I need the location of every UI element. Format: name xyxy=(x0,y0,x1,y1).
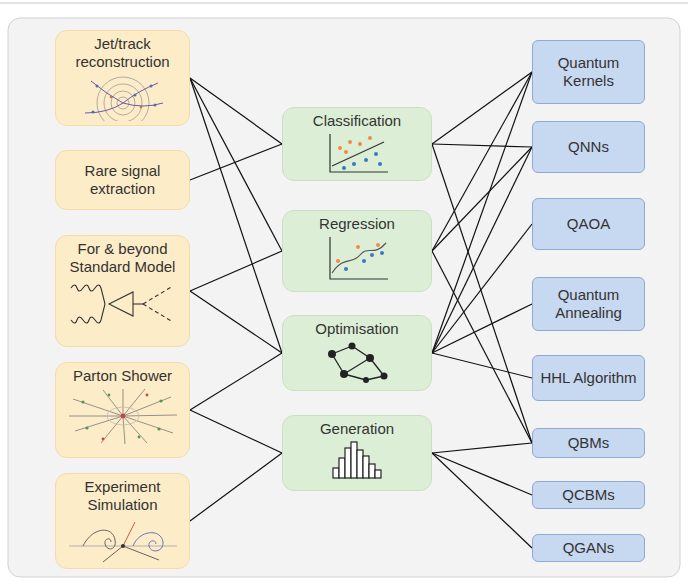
parton-shower-illustration xyxy=(63,387,183,445)
connector-line xyxy=(190,78,282,353)
connector-line xyxy=(432,453,532,495)
track-illustration xyxy=(63,73,183,121)
node-label: Quantum Annealing xyxy=(538,286,639,322)
node-label: QBMs xyxy=(568,434,610,452)
detector-simulation-illustration xyxy=(63,516,183,564)
algorithm-box: QNNs xyxy=(532,121,645,173)
classification-plot xyxy=(324,132,390,176)
connector-line xyxy=(190,251,282,291)
top-rule xyxy=(0,2,688,4)
connector-line xyxy=(432,147,532,353)
connector-line xyxy=(432,72,532,353)
algorithm-box: QCBMs xyxy=(532,481,645,509)
node-label: Generation xyxy=(320,420,394,438)
algorithm-box: QAOA xyxy=(532,198,645,250)
connector-line xyxy=(432,443,532,453)
connector-line xyxy=(190,453,282,521)
node-label: Optimisation xyxy=(315,320,398,338)
node-label: Quantum Kernels xyxy=(538,54,639,90)
connector-line xyxy=(432,72,532,144)
node-label: Classification xyxy=(313,112,401,130)
connector-line xyxy=(432,304,532,353)
connector-line xyxy=(190,410,282,453)
connector-line xyxy=(190,78,282,251)
connector-line xyxy=(432,144,532,443)
node-label: Parton Shower xyxy=(73,367,172,385)
connector-line xyxy=(190,78,282,144)
connector-line xyxy=(190,144,282,180)
task-box: Generation xyxy=(282,415,432,491)
connector-line xyxy=(432,353,532,378)
task-box: Regression xyxy=(282,210,432,292)
feynman-diagram xyxy=(63,278,183,330)
application-box: Jet/track reconstruction xyxy=(55,30,190,126)
node-label: QNNs xyxy=(568,138,609,156)
algorithm-box: HHL Algorithm xyxy=(532,355,645,401)
application-box: Experiment Simulation xyxy=(55,473,190,569)
application-box: Parton Shower xyxy=(55,362,190,458)
node-label: QAOA xyxy=(567,215,610,233)
node-label: QCBMs xyxy=(562,486,615,504)
panel xyxy=(8,18,680,577)
node-label: Experiment Simulation xyxy=(61,478,184,514)
task-box: Optimisation xyxy=(282,315,432,391)
connector-line xyxy=(432,224,532,353)
algorithm-box: Quantum Annealing xyxy=(532,277,645,331)
algorithm-box: Quantum Kernels xyxy=(532,40,645,104)
node-label: QGANs xyxy=(563,539,615,557)
graph-icon xyxy=(324,340,390,384)
task-box: Classification xyxy=(282,107,432,181)
histogram-icon xyxy=(327,440,387,480)
regression-plot xyxy=(324,235,390,283)
connector-line xyxy=(432,251,532,443)
node-label: HHL Algorithm xyxy=(540,369,636,387)
node-label: For & beyond Standard Model xyxy=(61,240,184,276)
node-label: Regression xyxy=(319,215,395,233)
algorithm-box: QBMs xyxy=(532,428,645,458)
node-label: Rare signal extraction xyxy=(61,162,184,198)
algorithm-box: QGANs xyxy=(532,534,645,562)
connector-line xyxy=(432,72,532,251)
connector-line xyxy=(432,144,532,147)
connector-line xyxy=(432,147,532,251)
connector-line xyxy=(432,453,532,548)
node-label: Jet/track reconstruction xyxy=(61,35,184,71)
connector-line xyxy=(190,291,282,353)
application-box: Rare signal extraction xyxy=(55,150,190,210)
connector-line xyxy=(190,353,282,410)
application-box: For & beyond Standard Model xyxy=(55,235,190,347)
